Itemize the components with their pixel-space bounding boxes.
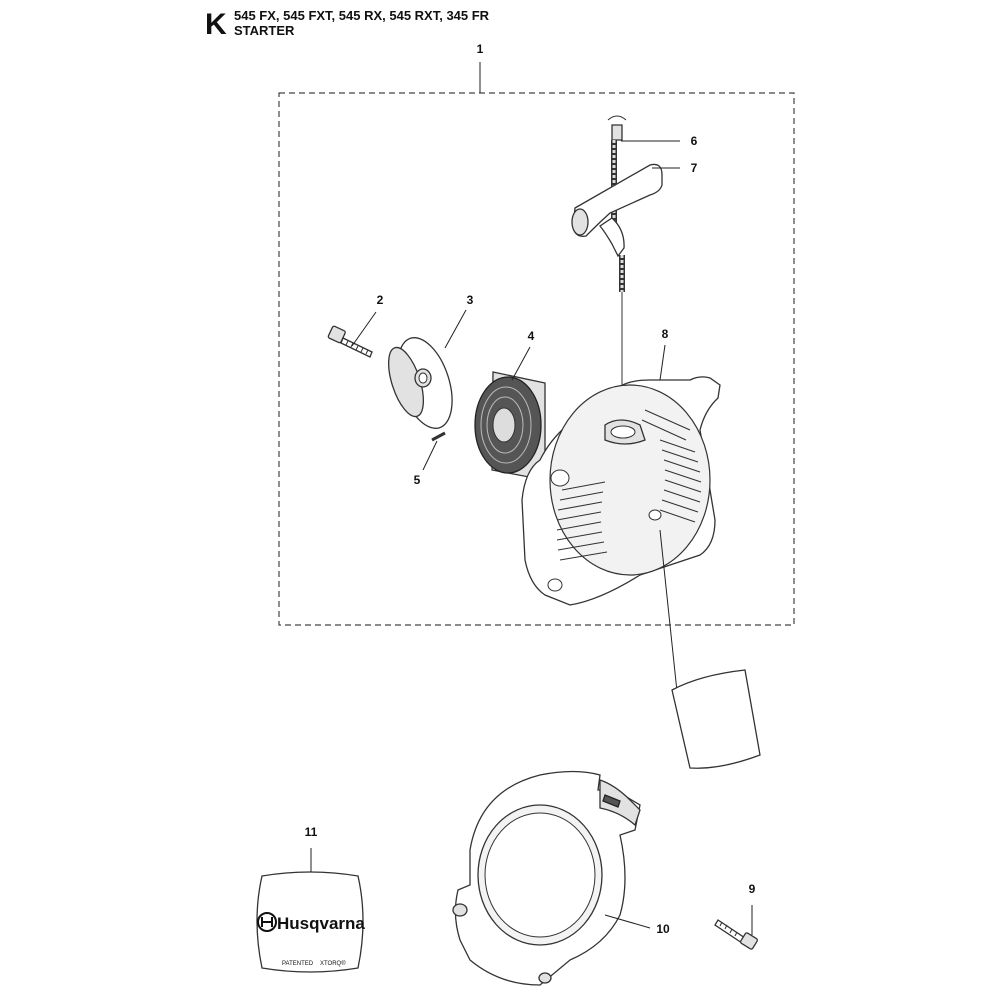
- leader-5: [422, 440, 438, 471]
- part-4-spring-cassette: [474, 371, 546, 481]
- decal-brand: Husqvarna: [277, 914, 365, 933]
- decal-right-text: XTORQ®: [320, 960, 346, 967]
- callout-7: 7: [691, 161, 698, 175]
- leader-3: [444, 309, 467, 349]
- part-10-fan-cover: [452, 770, 641, 986]
- leader-8: [659, 344, 666, 381]
- leader-4: [511, 346, 531, 381]
- assembly-group-box: [278, 92, 795, 626]
- leader-2: [351, 311, 377, 347]
- part-7-t-handle: [571, 163, 663, 258]
- part-11-decal: Husqvarna PATENTED XTORQ®: [256, 871, 365, 973]
- callout-9: 9: [749, 882, 756, 896]
- section-title: STARTER: [234, 23, 295, 38]
- leader-10: [604, 914, 651, 929]
- part-9-screw: [714, 919, 759, 950]
- callout-3: 3: [467, 293, 474, 307]
- housing-decal: [671, 669, 761, 769]
- decal-left-text: PATENTED: [282, 961, 314, 967]
- callout-8: 8: [662, 327, 669, 341]
- callout-2: 2: [377, 293, 384, 307]
- callout-11: 11: [305, 825, 318, 839]
- model-list: 545 FX, 545 FXT, 545 RX, 545 RXT, 345 FR: [234, 8, 490, 23]
- callout-4: 4: [528, 329, 535, 343]
- section-letter: K: [205, 8, 227, 41]
- callout-5: 5: [414, 473, 421, 487]
- callout-10: 10: [656, 922, 670, 936]
- callout-6: 6: [691, 134, 698, 148]
- callout-1: 1: [477, 42, 484, 56]
- part-5-small-screw: [431, 431, 446, 442]
- husqvarna-logo-icon: [257, 912, 277, 932]
- part-8-starter-housing: [521, 376, 721, 606]
- part-3-pulley: [387, 337, 453, 429]
- part-2-screw: [327, 325, 373, 358]
